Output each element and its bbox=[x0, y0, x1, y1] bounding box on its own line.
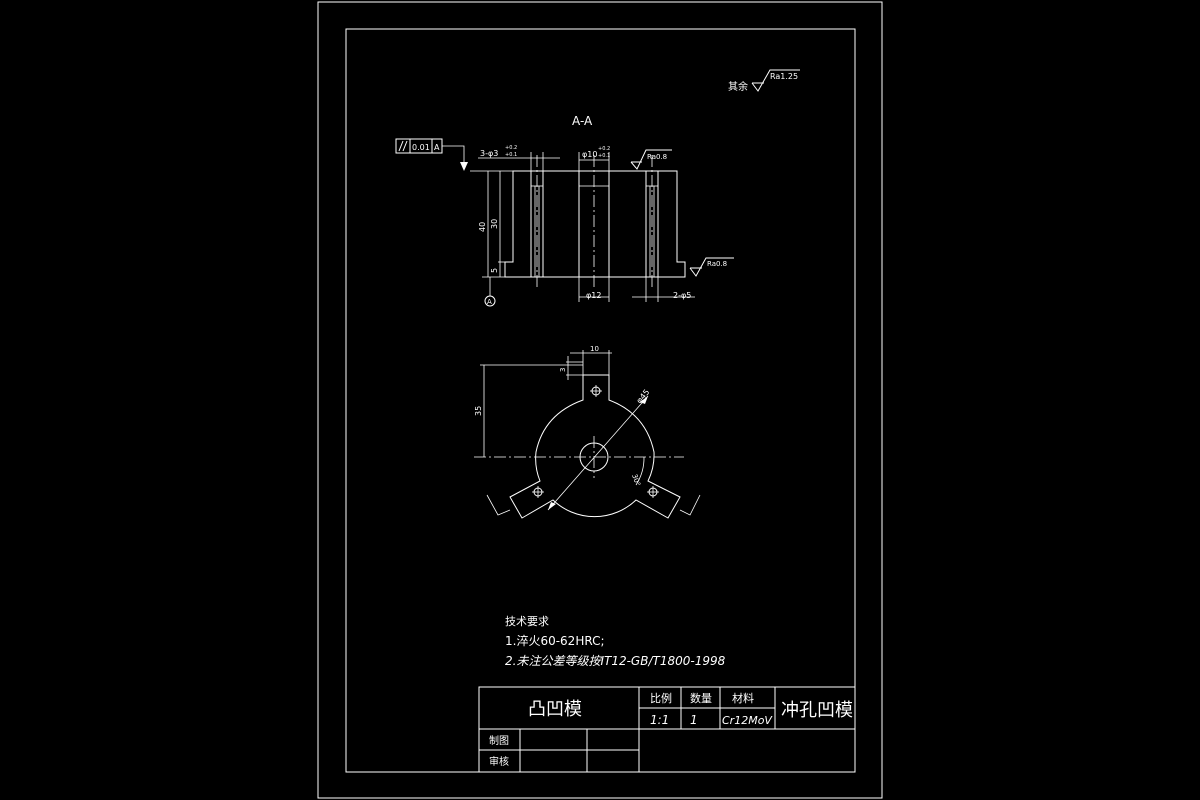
height-dimensions: 40 30 5 A bbox=[478, 171, 501, 307]
scale-header: 比例 bbox=[650, 691, 672, 705]
tech-requirement-2: 2.未注公差等级按IT12-GB/T1800-1998 bbox=[505, 654, 726, 668]
material-header: 材料 bbox=[732, 691, 754, 705]
dim-diameter-45: φ45 bbox=[635, 388, 652, 406]
parallelism-tolerance-frame: 0.01 A bbox=[395, 138, 468, 171]
drafted-label: 制图 bbox=[489, 734, 509, 747]
technical-requirements: 技术要求 1.淬火60-62HRC; 2.未注公差等级按IT12-GB/T180… bbox=[505, 615, 726, 668]
datum-label: A bbox=[487, 298, 492, 306]
dim-top-holes-tol-upper: +0.2 bbox=[505, 145, 517, 151]
bottom-dimensions: φ12 2-φ5 Ra0.8 bbox=[579, 257, 734, 300]
section-body bbox=[504, 170, 686, 278]
section-label: A-A bbox=[572, 114, 593, 128]
drawing-name: 冲孔凹模 bbox=[781, 700, 853, 721]
dim-offset-3: 3 bbox=[559, 368, 567, 372]
dim-width-10: 10 bbox=[590, 345, 599, 353]
dim-radius-35: 35 bbox=[474, 406, 483, 416]
dim-height-30: 30 bbox=[490, 219, 499, 229]
qty-value: 1 bbox=[690, 713, 698, 727]
surface-top-value: Ra0.8 bbox=[647, 153, 667, 161]
surface-roughness-other: 其余 Ra1.25 bbox=[728, 69, 800, 93]
material-value: Cr12MoV bbox=[722, 714, 773, 727]
outer-sheet-border bbox=[317, 1, 883, 799]
surface-other-label: 其余 bbox=[728, 80, 748, 93]
dim-height-5: 5 bbox=[490, 268, 499, 273]
dim-center-hole-tol-lower: +0.1 bbox=[598, 153, 610, 159]
tech-requirement-1: 1.淬火60-62HRC; bbox=[505, 633, 605, 648]
dim-top-holes: 3-φ3 bbox=[480, 149, 498, 158]
checked-label: 审核 bbox=[489, 755, 509, 768]
tolerance-value: 0.01 bbox=[412, 143, 430, 152]
roughness-top-icon bbox=[630, 149, 672, 170]
tech-title: 技术要求 bbox=[505, 615, 549, 628]
leader-arrow-icon bbox=[460, 162, 468, 171]
plan-outline bbox=[509, 374, 681, 519]
qty-header: 数量 bbox=[690, 692, 712, 705]
roughness-bottom-icon bbox=[689, 257, 734, 277]
dim-bottom-center: φ12 bbox=[586, 291, 601, 300]
dim-angle-30: 30° bbox=[630, 473, 642, 487]
tolerance-datum: A bbox=[434, 143, 440, 152]
part-name: 凸凹模 bbox=[528, 699, 582, 720]
parallel-icon bbox=[398, 140, 404, 152]
dim-center-hole-tol-upper: +0.2 bbox=[598, 146, 610, 152]
scale-value: 1:1 bbox=[650, 713, 669, 727]
datum-a-circle bbox=[484, 295, 496, 307]
plan-view: φ45 30° 10 3 35 bbox=[474, 345, 701, 519]
dim-height-40: 40 bbox=[478, 222, 487, 232]
section-view bbox=[470, 155, 686, 302]
surface-other-value: Ra1.25 bbox=[770, 72, 798, 81]
title-block: 凸凹模 比例 数量 材料 1:1 1 Cr12MoV 冲孔凹模 制图 审核 bbox=[478, 686, 856, 773]
dim-bottom-holes: 2-φ5 bbox=[673, 291, 691, 300]
roughness-symbol-icon bbox=[751, 69, 800, 92]
dim-center-hole: φ10 bbox=[582, 150, 597, 159]
dim-top-holes-tol-lower: +0.1 bbox=[505, 152, 517, 158]
top-dimensions: 3-φ3 +0.2 +0.1 φ10 +0.2 +0.1 Ra0.8 bbox=[478, 145, 672, 171]
surface-bottom-value: Ra0.8 bbox=[707, 260, 727, 268]
